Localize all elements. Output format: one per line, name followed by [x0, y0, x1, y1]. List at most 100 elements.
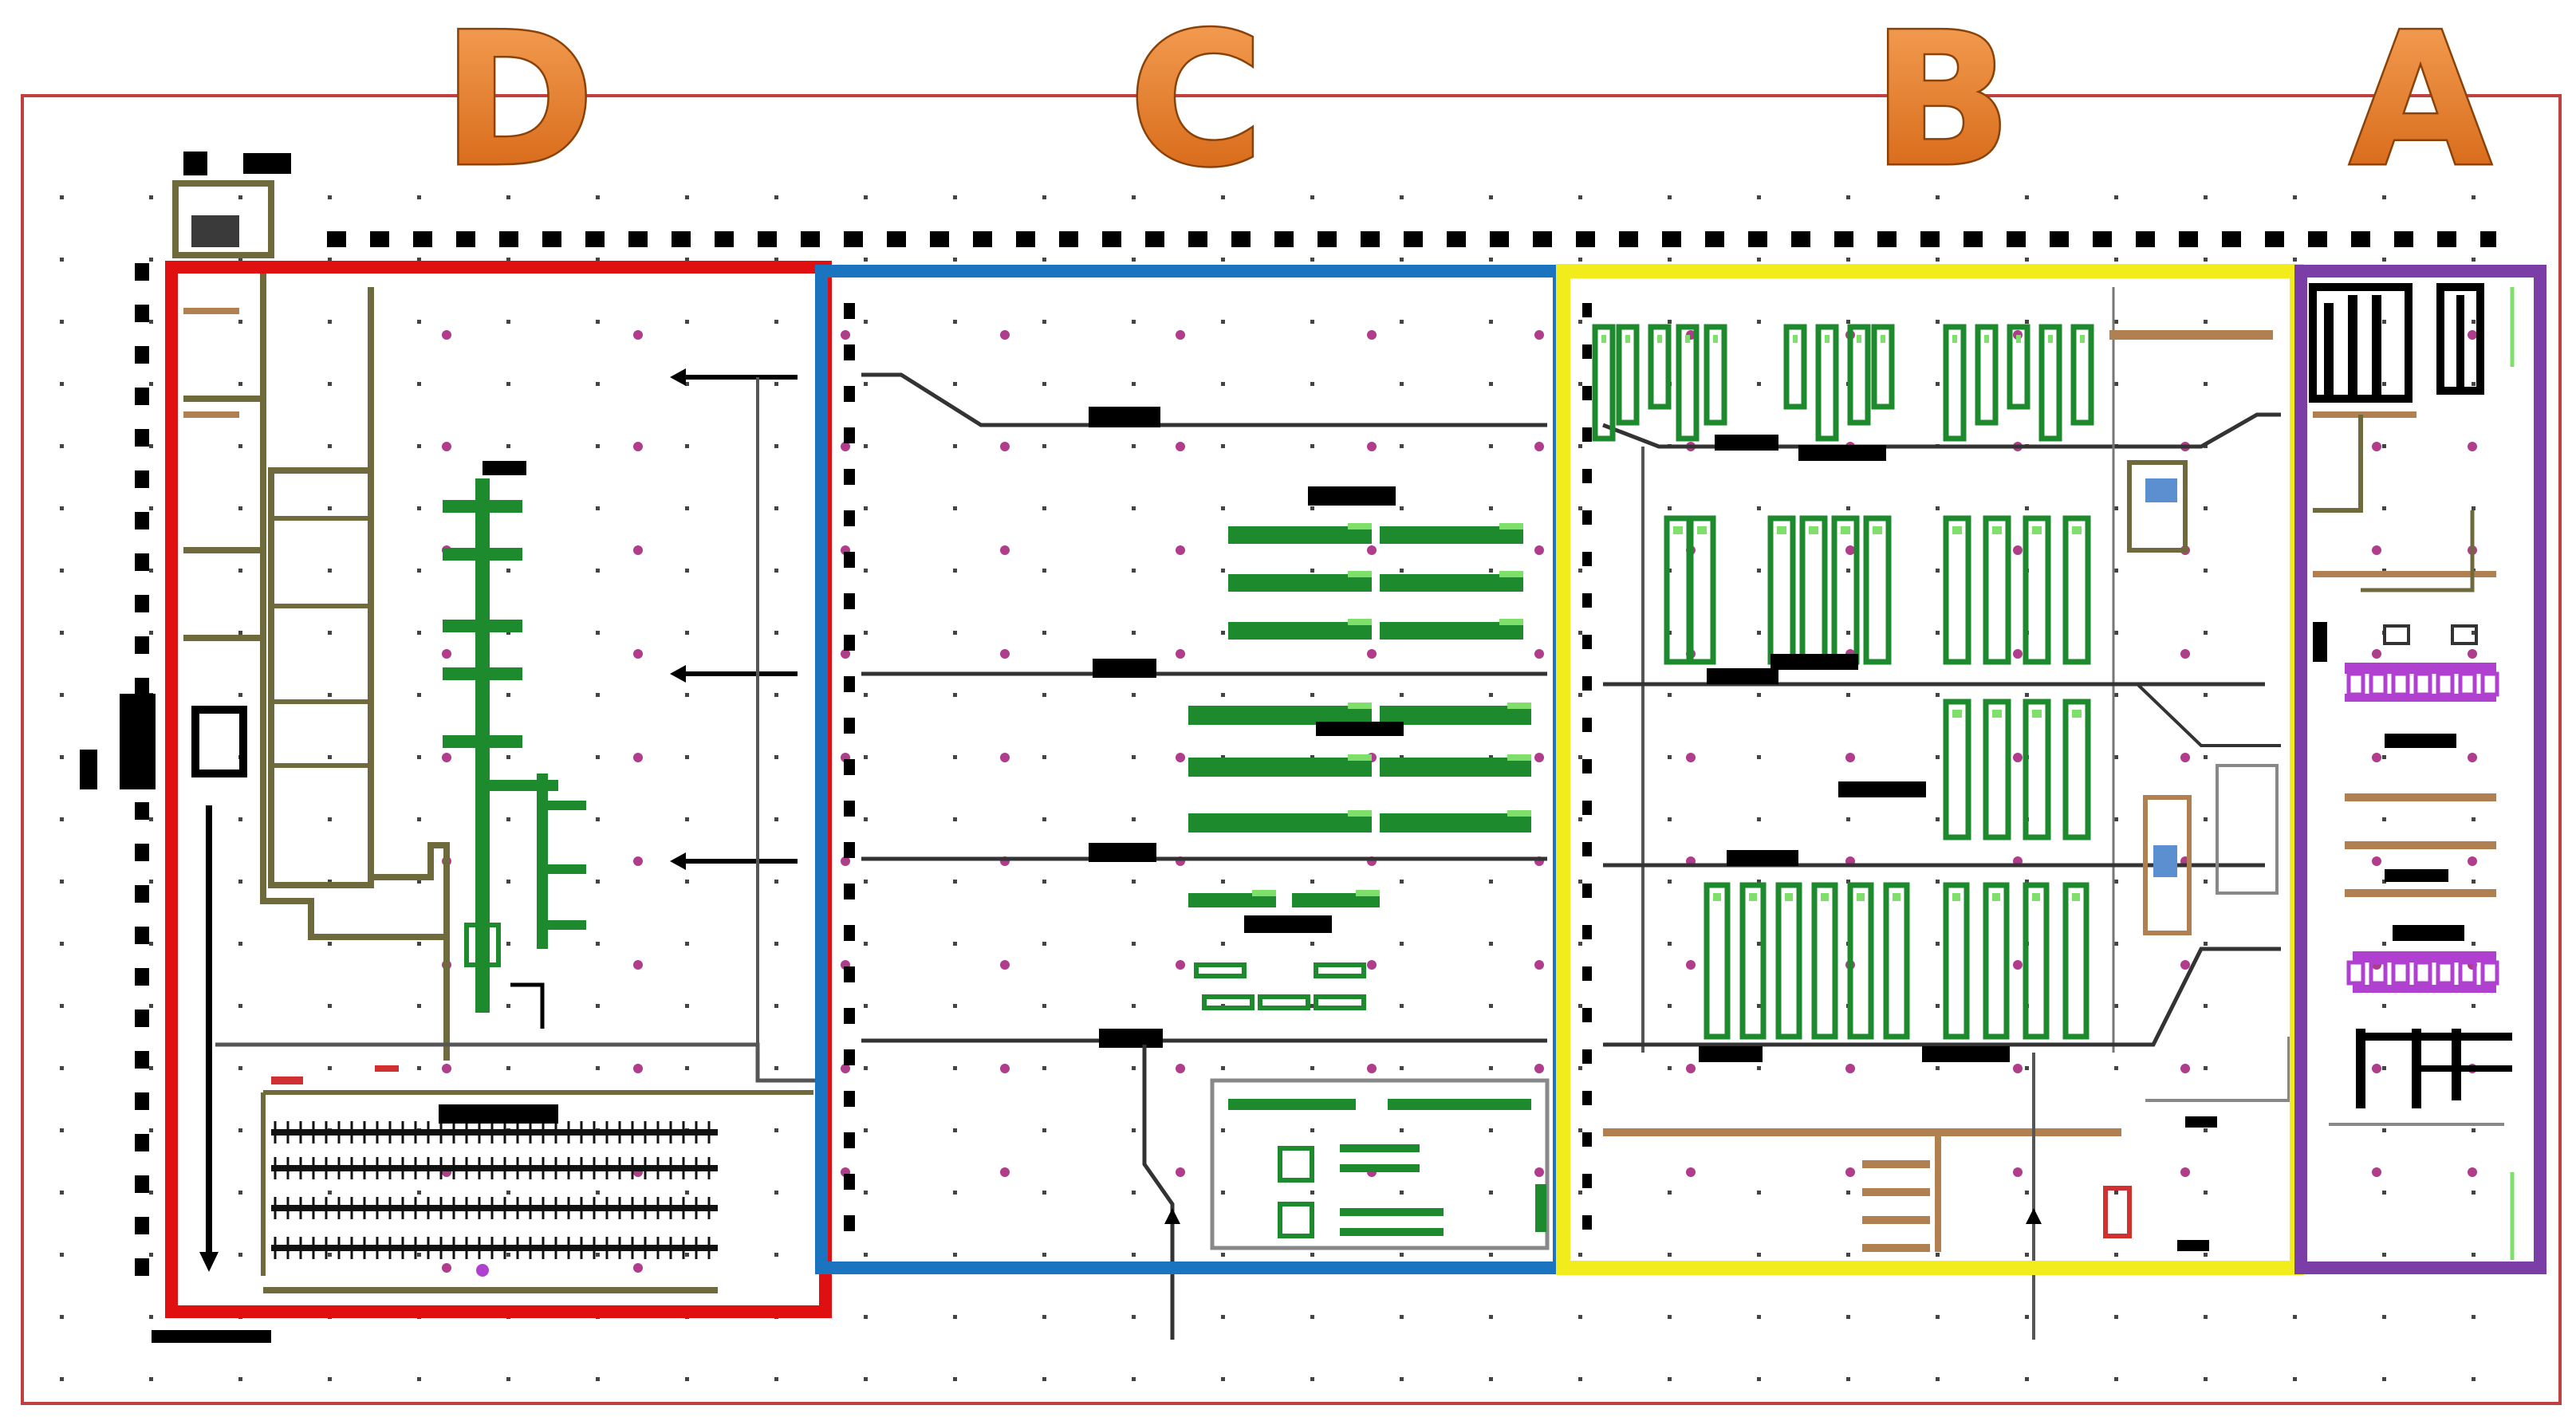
grid-dot [1132, 1066, 1136, 1070]
grid-dot [1578, 320, 1582, 324]
grid-dot [774, 444, 778, 448]
grid-dot [1132, 320, 1136, 324]
drawing-boundary [21, 94, 2562, 1405]
grid-dot [953, 817, 957, 821]
rack-column [1943, 515, 1971, 665]
grid-dot [1310, 1315, 1314, 1319]
grid-dot [1578, 569, 1582, 573]
grid-dot [2204, 569, 2208, 573]
grid-dot [2114, 258, 2118, 262]
rack-cap [1881, 335, 1885, 343]
grid-dot [328, 1377, 332, 1381]
grid-dot [685, 693, 689, 697]
grid-dot [2472, 320, 2476, 324]
grid-dot [1400, 1253, 1404, 1257]
column-marker [1176, 1167, 1185, 1177]
grid-dot [1489, 382, 1493, 386]
grid-dot [1936, 817, 1940, 821]
grid-dot [1132, 258, 1136, 262]
grid-dot [2114, 880, 2118, 884]
rack-cap [1841, 526, 1850, 534]
column-marker [1534, 442, 1544, 451]
column-marker [633, 753, 643, 762]
purple-rack-row [2346, 671, 2499, 697]
grid-dot [60, 195, 64, 199]
grid-dot [1489, 258, 1493, 262]
column-marker [1176, 753, 1185, 762]
grid-dot [2114, 1004, 2118, 1008]
column-marker [1000, 1064, 1010, 1073]
grid-dot [1400, 1004, 1404, 1008]
grid-dot [1936, 382, 1940, 386]
column-marker [2468, 442, 2477, 451]
grid-dot [149, 195, 153, 199]
purple-rack-cell [2413, 671, 2432, 697]
purple-rack-cell [2458, 960, 2477, 986]
grid-dot [238, 1004, 242, 1008]
rack-cap [1697, 526, 1707, 534]
grid-dot [506, 693, 510, 697]
grid-dot [328, 382, 332, 386]
grid-dot [1042, 569, 1046, 573]
column-marker [841, 442, 850, 451]
rack-cap [1713, 335, 1718, 343]
grid-dot [238, 320, 242, 324]
grid-dot [953, 195, 957, 199]
grid-dot [2204, 195, 2208, 199]
rack-cap [1777, 526, 1786, 534]
grid-dot [238, 1377, 242, 1381]
grid-dot [506, 1377, 510, 1381]
rack-cap [1952, 893, 1960, 901]
grid-dot [596, 755, 600, 759]
column-marker [1000, 545, 1010, 555]
grid-dot [2293, 1377, 2297, 1381]
column-marker [2180, 1167, 2190, 1177]
grid-dot [2382, 1066, 2386, 1070]
grid-dot [1042, 631, 1046, 635]
grid-dot [1578, 1128, 1582, 1132]
grid-dot [2472, 880, 2476, 884]
grid-dot [774, 506, 778, 510]
grid-dot [685, 755, 689, 759]
grid-dot [2293, 1315, 2297, 1319]
rack-block [1228, 526, 1372, 544]
column-marker [841, 330, 850, 340]
grid-dot [685, 1253, 689, 1257]
purple-rack-cell [2480, 671, 2499, 697]
grid-dot [1042, 1066, 1046, 1070]
rack-column [1811, 882, 1838, 1040]
rack-column [1943, 882, 1970, 1040]
grid-dot [2382, 506, 2386, 510]
grid-dot [328, 693, 332, 697]
rack-column [2062, 515, 2091, 665]
grid-dot [596, 1004, 600, 1008]
grid-dot [149, 258, 153, 262]
purple-rack-cell [2369, 960, 2388, 986]
grid-dot [596, 382, 600, 386]
rack-column [2023, 515, 2051, 665]
grid-dot [685, 569, 689, 573]
grid-dot [774, 382, 778, 386]
grid-dot [1578, 1004, 1582, 1008]
column-marker [442, 649, 451, 659]
grid-dot [149, 506, 153, 510]
grid-dot [2114, 1315, 2118, 1319]
grid-dot [2204, 755, 2208, 759]
grid-dot [774, 1004, 778, 1008]
rack-cap [1984, 335, 1989, 343]
grid-dot [1578, 1066, 1582, 1070]
grid-dot [1310, 942, 1314, 946]
grid-dot [1578, 258, 1582, 262]
grid-dot [953, 693, 957, 697]
grid-dot [864, 1128, 868, 1132]
rack-cap [1601, 335, 1606, 343]
grid-dot [1578, 195, 1582, 199]
rack-cap [2032, 526, 2042, 534]
grid-dot [506, 942, 510, 946]
grid-dot [417, 1191, 421, 1195]
grid-dot [1042, 880, 1046, 884]
grid-dot [1578, 631, 1582, 635]
grid-dot [1132, 1004, 1136, 1008]
grid-dot [685, 817, 689, 821]
grid-dot [2382, 1377, 2386, 1381]
